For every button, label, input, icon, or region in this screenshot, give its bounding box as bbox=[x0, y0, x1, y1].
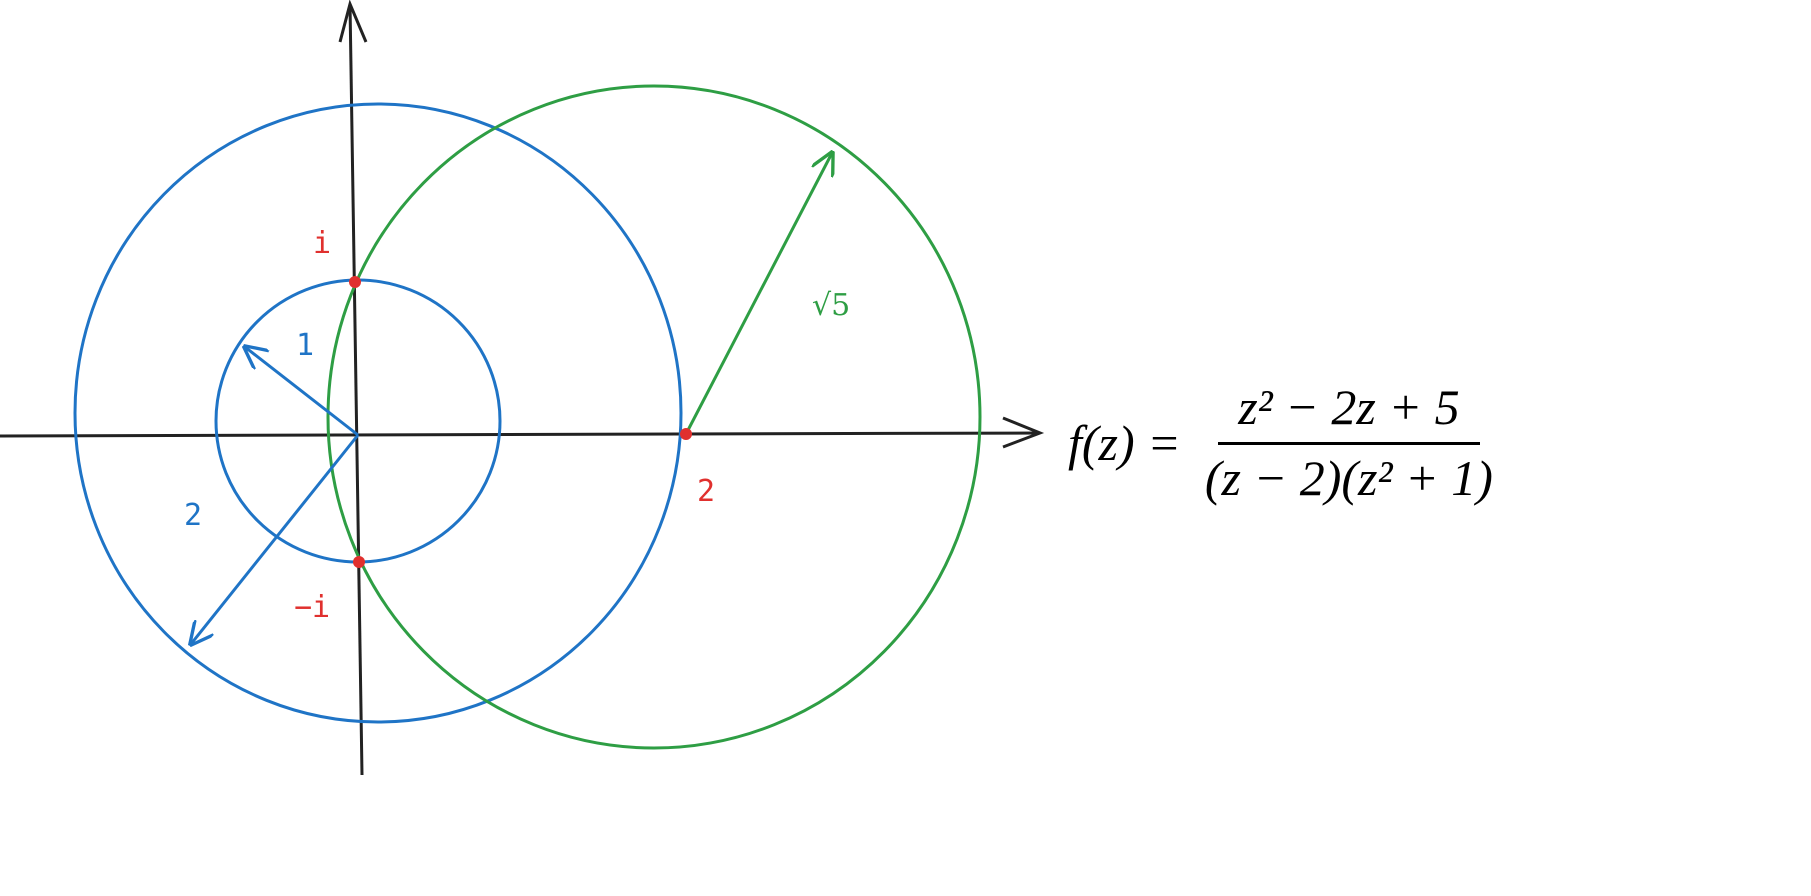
function-formula: f(z) = z² − 2z + 5 (z − 2)(z² + 1) bbox=[1068, 378, 1493, 507]
formula-fraction: z² − 2z + 5 (z − 2)(z² + 1) bbox=[1205, 378, 1493, 507]
real-axis-arrowhead bbox=[1002, 416, 1045, 449]
label-radius-sqrt5: √5 bbox=[812, 288, 851, 323]
pole-dot-i bbox=[349, 276, 361, 288]
real-axis bbox=[0, 431, 1041, 438]
pole-dot-minus-i bbox=[353, 556, 365, 568]
label-radius-2: 2 bbox=[184, 498, 203, 533]
label-i: i bbox=[313, 226, 332, 261]
formula-denominator: (z − 2)(z² + 1) bbox=[1204, 450, 1493, 506]
imaginary-axis-arrowhead bbox=[338, 0, 368, 43]
radius-2-arrow bbox=[191, 434, 360, 644]
radius-sqrt5-circle bbox=[326, 84, 982, 750]
radius-2-circle bbox=[73, 102, 683, 724]
formula-lhs: f(z) = bbox=[1068, 414, 1181, 471]
radius-sqrt5-arrow bbox=[684, 153, 832, 435]
label-radius-1: 1 bbox=[296, 328, 315, 363]
radius-1-arrow bbox=[245, 347, 359, 437]
formula-numerator: z² − 2z + 5 bbox=[1218, 378, 1480, 445]
label-minus-i: −i bbox=[294, 590, 331, 625]
imaginary-axis bbox=[348, 3, 364, 776]
label-2-pole: 2 bbox=[697, 474, 716, 509]
pole-dot-2 bbox=[680, 428, 692, 440]
